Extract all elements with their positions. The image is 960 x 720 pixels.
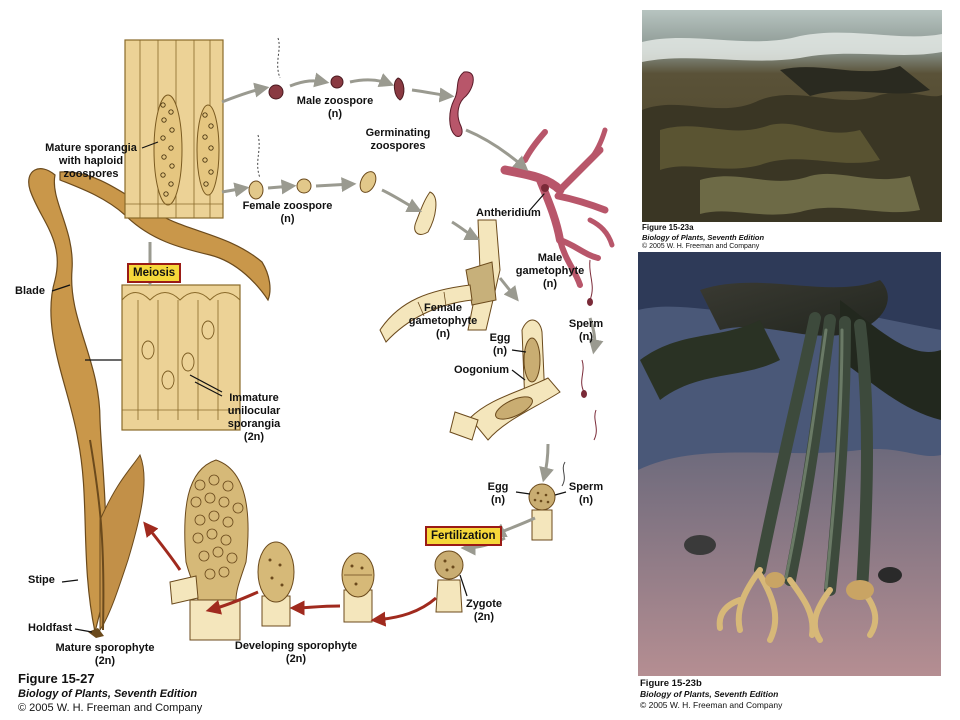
label-female-gametophyte: Female gametophyte (n) [408,302,478,340]
caption-figure-15-27: Figure 15-27 Biology of Plants, Seventh … [18,671,202,715]
caption-title: Figure 15-23a [642,223,694,232]
label-stipe: Stipe [28,574,55,586]
caption-book: Biology of Plants, Seventh Edition [642,233,765,242]
label-mature-sporophyte: Mature sporophyte (2n) [55,642,155,667]
label-mature-sporangia: Mature sporangia with haploid zoospores [45,142,137,180]
caption-copyright: © 2005 W. H. Freeman and Company [18,702,203,714]
caption-figure-15-23a: Figure 15-23a Biology of Plants, Seventh… [642,223,764,251]
label-holdfast: Holdfast [28,622,72,634]
caption-copyright: © 2005 W. H. Freeman and Company [640,699,783,710]
label-immature-sporangia: Immature unilocular sporangia (2n) [227,392,281,443]
label-egg-upper: Egg (n) [489,332,511,357]
developing-sporophyte-illustration [169,459,375,641]
label-female-zoospore: Female zoospore (n) [242,200,333,225]
label-antheridium: Antheridium [476,207,541,219]
zygote-illustration [434,550,468,613]
fertilization-illustration [515,461,567,541]
fertilization-label: Fertilization [425,526,502,546]
diploid-arrows [143,521,437,627]
caption-book: Biology of Plants, Seventh Edition [18,688,198,700]
label-sperm-upper: Sperm (n) [568,318,604,343]
mature-sporangia-illustration [124,39,224,219]
label-oogonium: Oogonium [454,364,509,376]
label-developing-sporophyte: Developing sporophyte (2n) [234,640,358,665]
caption-book: Biology of Plants, Seventh Edition [640,689,779,699]
label-germinating-zoospores: Germinating zoospores [365,127,431,152]
oogonium-illustration [449,319,561,441]
label-blade: Blade [15,285,45,297]
label-male-zoospore: Male zoospore (n) [296,95,374,120]
caption-copyright: © 2005 W. H. Freeman and Company [642,243,760,250]
label-male-gametophyte: Male gametophyte (n) [515,252,585,290]
immature-sporangia-illustration [121,284,241,431]
zoospores-illustration [248,37,474,235]
photo-kelp-shoreline [642,10,942,222]
label-sperm-lower: Sperm (n) [568,481,604,506]
label-egg-lower: Egg (n) [487,481,509,506]
caption-title: Figure 15-27 [18,671,95,686]
label-zygote: Zygote (2n) [465,598,503,623]
male-gametophyte-illustration [500,127,615,288]
mature-sporophyte-illustration [28,168,271,638]
photo-kelp-holdfast [638,252,941,676]
caption-figure-15-23b: Figure 15-23b Biology of Plants, Seventh… [640,678,782,710]
meiosis-label: Meiosis [127,263,182,283]
sperm-upper-illustration [581,259,597,441]
caption-title: Figure 15-23b [640,678,702,689]
female-gametophyte-illustration [379,219,501,343]
